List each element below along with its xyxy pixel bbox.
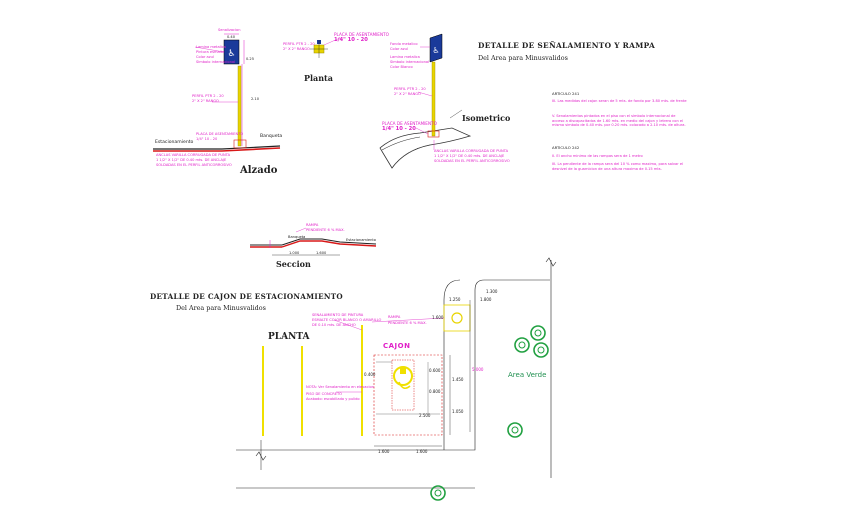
alzado-note-placa-dim: 1/4" 10 - 20 <box>196 137 218 141</box>
dim-025: 0.25 <box>246 57 255 61</box>
alzado-view: ♿ <box>153 33 281 152</box>
signage-subtitle: Del Area para Minusvalidos <box>478 54 568 62</box>
isometrico-label: Isometrico <box>462 113 511 123</box>
iso-note-anclaje3: SOLDADAS EN EL PERFIL ANTICORROSIVO <box>434 159 510 163</box>
area-verde-label: Area Verde <box>508 371 547 379</box>
seccion-estac: Estacionamiento <box>346 238 377 242</box>
tree-icon <box>507 422 523 438</box>
pk-dim-1600c: 1.600 <box>416 449 428 454</box>
iso-note-perfil: PERFIL PTR 2 - 20 <box>394 87 426 91</box>
pk-dim-1450: 1.450 <box>452 377 464 382</box>
wheelchair-icon: ♿ <box>432 46 439 55</box>
iso-note-fondo3: Lamina metalica <box>390 55 420 59</box>
pk-dim-1600b: 1.600 <box>378 449 390 454</box>
alzado-note-anclaje3: SOLDADAS EN EL PERFIL ANTICORROSIVO <box>156 163 232 167</box>
seccion-banqueta: Banqueta <box>288 235 306 239</box>
planta-top-label: Planta <box>304 73 333 83</box>
alzado-note-lamina: Lamina metalica <box>196 45 226 49</box>
article-241-p1: III. Las medidas del cajon seran de 5 mt… <box>552 99 687 103</box>
parking-note-4: NOTA: Ver Senalamiento en elevacion <box>306 385 374 389</box>
alzado-note-poste-dim: 2" X 2" RANGO <box>192 99 219 103</box>
planta-note-perfil-dim: 2" X 2" RANGO <box>283 47 310 51</box>
planta-note-placa-dim: 1/4" 10 - 20 <box>334 37 368 43</box>
article-241-p2: V. Senalamientos pintados en el piso con… <box>552 114 686 128</box>
alzado-note-anclaje2: 1 1/2" X 1/2" DE 0.40 mts. DE ANCLAJE <box>156 158 227 162</box>
tree-icon <box>514 337 530 353</box>
dim-210: 2.10 <box>251 97 260 101</box>
parking-plan <box>236 257 557 489</box>
wheelchair-icon: ♿ <box>227 49 235 59</box>
seccion-note-rampa: RAMPA <box>306 223 319 227</box>
iso-note-anclaje2: 1 1/2" X 1/2" DE 0.40 mts. DE ANCLAJE <box>434 154 505 158</box>
planta-top-view <box>310 37 341 58</box>
alzado-note-placa: PLACA DE ASENTAMIENTO <box>196 132 244 136</box>
pk-dim-0800: 0.800 <box>429 389 441 394</box>
article-242-p1: II. El ancho minimo de las rampas sera d… <box>552 154 643 158</box>
parking-note-1: SENALAMIENTO DE PINTURA <box>312 313 364 317</box>
iso-note-fondo: Fondo metalico <box>390 42 418 46</box>
pk-dim-1300: 1.300 <box>486 289 498 294</box>
planta-parking-label: PLANTA <box>268 332 310 342</box>
pk-dim-1800: 1.800 <box>480 297 492 302</box>
alzado-label: Alzado <box>240 165 278 176</box>
estacionamiento-label: Estacionamiento <box>155 140 194 145</box>
pk-dim-2500: 2.500 <box>419 413 431 418</box>
parking-note-6: Acabado: escobillado y pulido <box>306 397 360 401</box>
alzado-note-anclaje: ANCLAS VARILLA CORRUGADA DE PUNTA <box>156 153 231 157</box>
planta-note-placa: PLACA DE ASENTAMIENTO <box>334 32 389 37</box>
parking-note-3: DE 0.10 mts. DE ANCHO <box>312 323 356 327</box>
iso-note-fondo4: Simbolo internacional <box>390 60 430 64</box>
dim-040: 0.40 <box>227 35 236 39</box>
seccion-label: Seccion <box>276 259 311 269</box>
isometric-view: ♿ <box>379 33 472 169</box>
seccion-dim-1600: 1.600 <box>316 251 327 255</box>
iso-post <box>431 61 436 137</box>
seccion-dim-1000: 1.000 <box>289 251 300 255</box>
iso-note-placa-dim: 1/4" 10 - 20 <box>382 126 416 132</box>
pk-dim-1250: 1.250 <box>449 297 461 302</box>
cajon-label: CAJON <box>383 342 411 350</box>
tree-icon <box>533 342 549 358</box>
alzado-note-poste: PERFIL PTR 2 - 20 <box>192 94 224 98</box>
iso-note-perfil-dim: 2" X 2" RANGO <box>394 92 421 96</box>
iso-note-placa: PLACA DE ASENTAMIENTO <box>382 121 437 126</box>
article-242-title: ARTICULO 242 <box>552 145 580 150</box>
pk-dim-1600: 1.600 <box>432 315 444 320</box>
alzado-note-senal: Senalizacion <box>218 28 241 32</box>
article-242-p2: III. La pendiente de la rampa sera del 1… <box>552 162 684 171</box>
pk-dim-0400: 0.400 <box>364 372 376 377</box>
seccion-view <box>250 227 377 256</box>
banqueta-label: Banqueta <box>260 134 283 139</box>
pk-dim-5000: 5.000 <box>472 367 484 372</box>
parking-title: DETALLE DE CAJON DE ESTACIONAMIENTO <box>150 292 343 301</box>
parking-note-2: ESMALTE COLOR BLANCO O AMARILLO <box>312 318 382 322</box>
tree-icon <box>430 485 446 501</box>
pk-dim-1050: 1.050 <box>452 409 464 414</box>
tree-icon <box>530 325 546 341</box>
alzado-note-simbolo: Simbolo internacional <box>196 60 236 64</box>
parking-pendiente: PENDIENTE 6 % MAX. <box>388 321 427 325</box>
article-241-title: ARTICULO 241 <box>552 91 580 96</box>
parking-rampa: RAMPA <box>388 315 401 319</box>
pk-dim-0600: 0.600 <box>429 368 441 373</box>
planta-note-perfil: PERFIL PTR 2 - 20 <box>283 42 315 46</box>
iso-note-fondo5: Color Blanco <box>390 65 413 69</box>
iso-sign <box>429 33 443 63</box>
alzado-note-pintura2: Color azul <box>196 55 214 59</box>
seccion-note-pendiente: PENDIENTE 6 % MAX. <box>306 228 345 232</box>
alzado-note-pintura: Pintura esmalte <box>196 50 225 54</box>
iso-note-anclaje: ANCLAS VARILLA CORRUGADA DE PUNTA <box>434 149 509 153</box>
parking-note-5: PISO DE CONCRETO <box>306 392 342 396</box>
trees <box>430 325 549 501</box>
sign-post <box>237 65 242 147</box>
signage-title: DETALLE DE SEÑALAMIENTO Y RAMPA <box>478 41 655 50</box>
parking-subtitle: Del Area para Minusvalidos <box>176 304 266 312</box>
iso-note-fondo2: Color azul <box>390 47 408 51</box>
